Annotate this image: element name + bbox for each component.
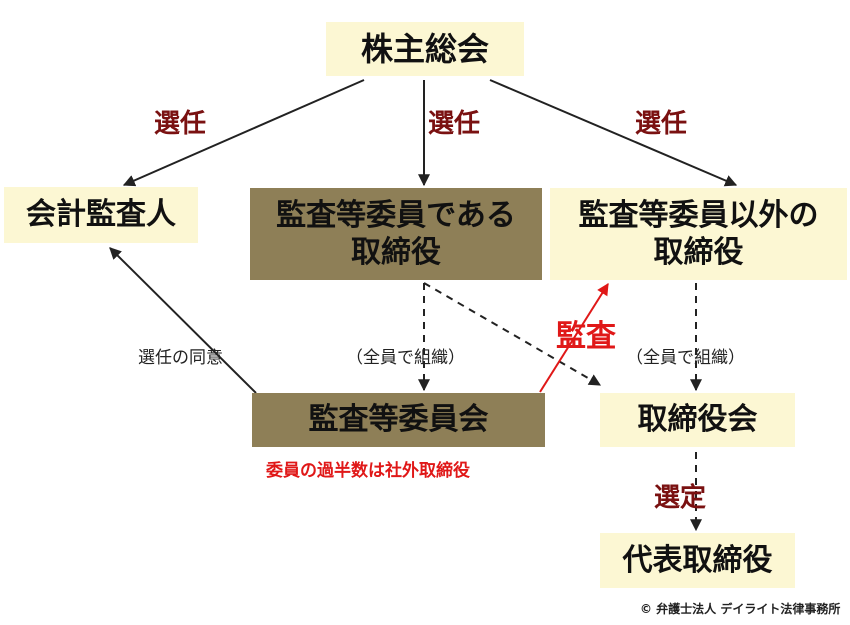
all-members-label-ac: （全員で組織） xyxy=(346,348,465,368)
other-directors-box: 監査等委員以外の 取締役 xyxy=(550,188,847,280)
audit-committee-directors-box: 監査等委員である 取締役 xyxy=(250,188,542,280)
audit-committee-directors-label: 監査等委員である 取締役 xyxy=(276,197,516,271)
majority-note: 委員の過半数は社外取締役 xyxy=(266,461,470,481)
arrow-elect-auditor xyxy=(122,79,365,187)
arrow-audit xyxy=(539,282,609,393)
accounting-auditor-box: 会計監査人 xyxy=(4,187,198,243)
board-of-directors-label: 取締役会 xyxy=(637,402,758,438)
board-of-directors-box: 取締役会 xyxy=(600,393,795,447)
representative-director-box: 代表取締役 xyxy=(600,533,795,588)
audit-committee-box: 監査等委員会 xyxy=(252,393,545,447)
select-label: 選定 xyxy=(654,483,707,513)
elect-label-left: 選任 xyxy=(154,109,207,139)
arrow-elect-other-directors xyxy=(489,79,738,187)
consent-label: 選任の同意 xyxy=(138,348,223,368)
arrow-ac-directors-to-board xyxy=(423,282,602,386)
copyright-notice: © 弁護士法人 デイライト法律事務所 xyxy=(640,602,841,616)
representative-director-label: 代表取締役 xyxy=(622,542,773,578)
shareholders-meeting-label: 株主総会 xyxy=(360,30,489,68)
audit-committee-label: 監査等委員会 xyxy=(308,402,489,438)
other-directors-label: 監査等委員以外の 取締役 xyxy=(578,197,819,271)
arrow-consent xyxy=(109,247,257,394)
elect-label-right: 選任 xyxy=(635,109,688,139)
elect-label-center: 選任 xyxy=(428,109,481,139)
all-members-label-other: （全員で組織） xyxy=(626,348,745,368)
audit-label: 監査 xyxy=(556,319,616,354)
accounting-auditor-label: 会計監査人 xyxy=(26,197,176,233)
shareholders-meeting-box: 株主総会 xyxy=(326,22,524,76)
